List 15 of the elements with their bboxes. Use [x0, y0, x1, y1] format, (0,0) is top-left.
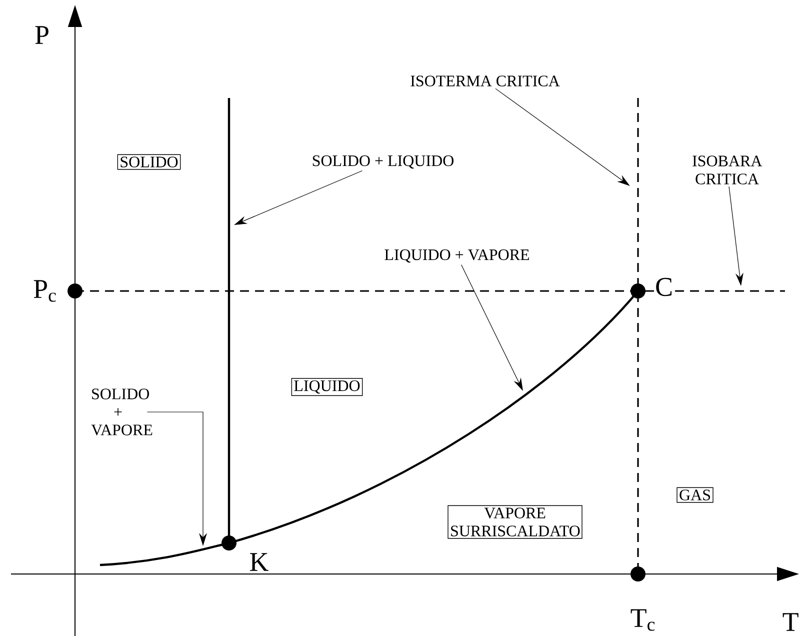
- axis-label: P: [35, 26, 48, 44]
- callout-label: ISOBARA CRITICA: [692, 156, 762, 184]
- point-label: T$_{c}$: [630, 609, 655, 631]
- callout-label: ISOTERMA CRITICA: [410, 76, 560, 86]
- point-label: P$_{c}$: [34, 280, 56, 302]
- region-box: SOLIDO: [117, 154, 181, 170]
- callout-label: SOLIDO + LIQUIDO: [312, 155, 454, 169]
- axis-label: T: [782, 613, 798, 631]
- region-box: GAS: [676, 487, 714, 503]
- region-box: VAPORE SURRISCALDATO: [448, 505, 582, 539]
- point-label: C: [654, 276, 674, 298]
- callout-label: LIQUIDO + VAPORE: [384, 249, 529, 263]
- region-box: LIQUIDO: [291, 378, 363, 396]
- point-label: K: [250, 553, 268, 571]
- callout-label: SOLIDO + VAPORE: [91, 388, 152, 436]
